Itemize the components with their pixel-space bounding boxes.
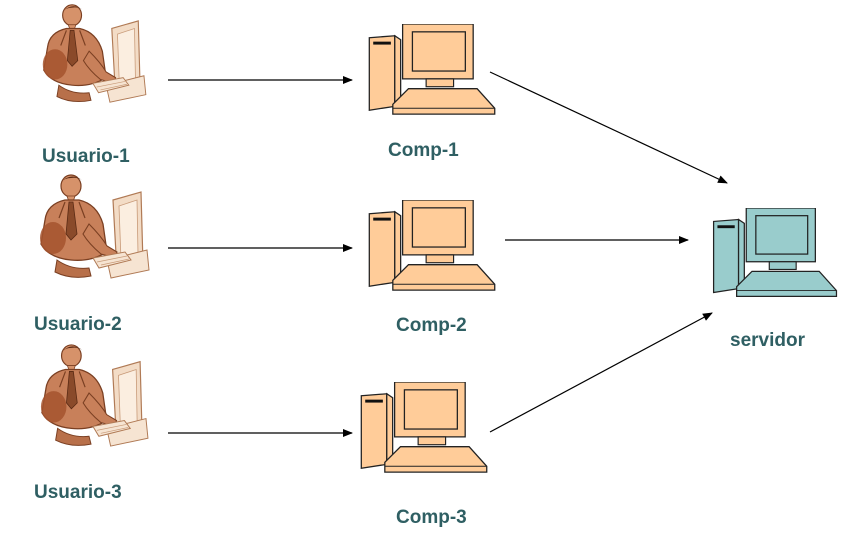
- comp-1-computer-icon: [368, 24, 496, 115]
- arrow-comp3-to-server: [489, 312, 713, 433]
- comp-1-label: Comp-1: [388, 140, 459, 161]
- user-2-person-icon: [39, 174, 150, 279]
- comp-2-computer-icon: [368, 200, 496, 291]
- user-3-person-icon: [40, 344, 149, 447]
- user-2-label: Usuario-2: [34, 314, 122, 335]
- server-label: servidor: [730, 330, 805, 351]
- comp-2-label: Comp-2: [396, 315, 467, 336]
- comp-3-computer-icon: [360, 382, 488, 473]
- arrow-comp1-to-server: [489, 71, 728, 184]
- comp-3-label: Comp-3: [396, 507, 467, 528]
- user-1-person-icon: [42, 4, 147, 103]
- user-1-label: Usuario-1: [42, 146, 130, 167]
- user-3-label: Usuario-3: [34, 482, 122, 503]
- server-computer-icon: [712, 208, 838, 297]
